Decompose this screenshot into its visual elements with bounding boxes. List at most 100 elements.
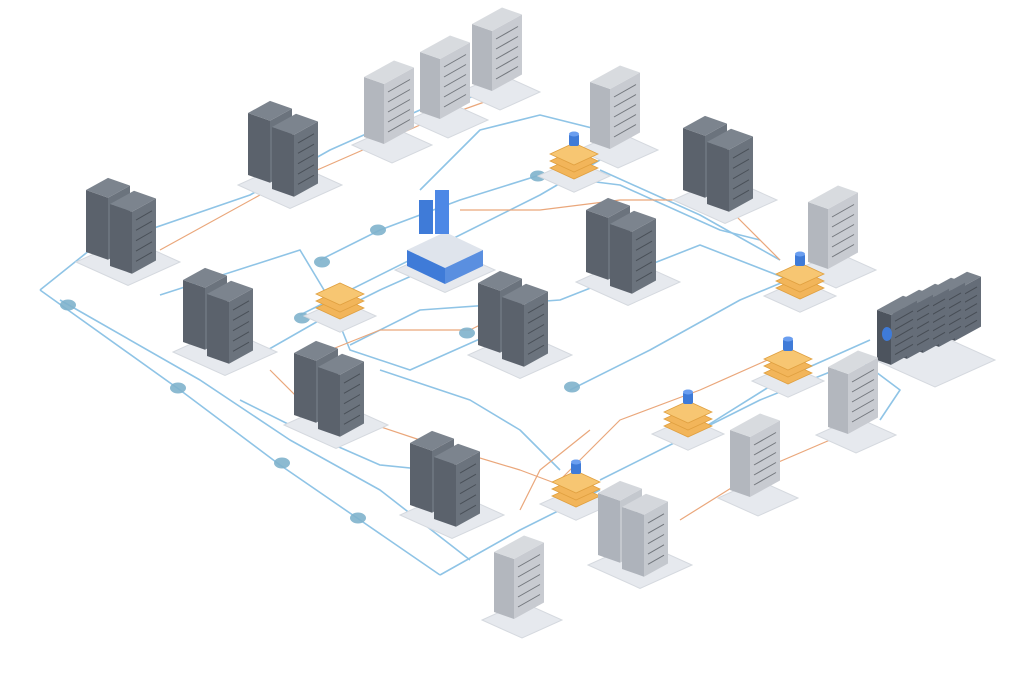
- rack-vent-line: [635, 251, 653, 262]
- rack-top-face: [502, 283, 548, 305]
- rack-front-face: [590, 82, 610, 149]
- rack-vent-line: [894, 310, 914, 322]
- rack-front-face: [610, 224, 632, 294]
- rack-vent-line: [135, 210, 153, 221]
- rack-front-face: [110, 204, 132, 274]
- blue-link: [599, 169, 781, 261]
- junction-dot: [564, 381, 580, 393]
- dark-server-pair: [671, 115, 779, 224]
- rack-vent-line: [613, 94, 637, 108]
- rack-vent-line: [387, 99, 411, 113]
- rack-vent-line: [635, 230, 653, 241]
- rack-top-face: [808, 185, 858, 209]
- rack-front-face: [494, 552, 514, 619]
- rack-top-face: [207, 280, 253, 302]
- blue-link: [379, 369, 561, 471]
- rack-vent-line: [851, 389, 875, 403]
- rack-top-face: [183, 267, 227, 288]
- dark-server-pair: [171, 267, 279, 376]
- rack-vent-line: [732, 179, 750, 190]
- rack-front-face: [502, 297, 524, 367]
- rack-top-face: [248, 100, 292, 121]
- rack-vent-line: [517, 594, 541, 608]
- rack-vent-line: [753, 452, 777, 466]
- rack-front-face: [622, 507, 644, 577]
- light-server-rack: [458, 7, 542, 111]
- rack-vent-line: [343, 373, 361, 384]
- rack-vent-line: [232, 341, 250, 352]
- rack-top-face: [478, 270, 522, 291]
- rack-top-face: [586, 197, 630, 218]
- rack-front-face: [420, 52, 440, 119]
- rack-vent-line: [459, 463, 477, 474]
- rack-vent-line: [831, 204, 855, 218]
- rack-vent-line: [894, 327, 914, 339]
- rack-vent-line: [135, 241, 153, 252]
- dark-server-pair: [236, 100, 344, 209]
- rack-front-face: [248, 113, 270, 183]
- orange-link: [559, 349, 791, 481]
- rack-front-face: [183, 280, 205, 350]
- hub-cylinder-icon: [795, 254, 805, 266]
- orange-link: [460, 199, 781, 261]
- rack-vent-line: [647, 534, 665, 545]
- rack-vent-line: [753, 442, 777, 456]
- light-server-rack: [814, 350, 898, 454]
- rack-vent-line: [635, 261, 653, 272]
- rack-vent-line: [517, 584, 541, 598]
- rack-front-face: [364, 77, 384, 144]
- router-antenna: [435, 190, 449, 234]
- rack-vent-line: [635, 271, 653, 282]
- rack-vent-line: [135, 220, 153, 231]
- rack-vent-line: [753, 432, 777, 446]
- junction-dot: [274, 457, 290, 469]
- orange-switch-hub: [762, 251, 838, 313]
- rack-vent-line: [517, 574, 541, 588]
- rack-vent-line: [613, 124, 637, 138]
- dark-server-pair: [466, 270, 574, 379]
- rack-top-face: [272, 113, 318, 135]
- rack-vent-line: [459, 504, 477, 515]
- rack-vent-line: [297, 174, 315, 185]
- hub-layer: [549, 142, 599, 166]
- router-side: [445, 250, 483, 284]
- rack-vent-line: [851, 369, 875, 383]
- rack-vent-line: [343, 404, 361, 415]
- junction-dot: [170, 382, 186, 394]
- light-server-rack: [716, 413, 800, 517]
- rack-vent-line: [443, 94, 467, 108]
- hub-cylinder-top: [569, 131, 579, 137]
- rack-front-face: [472, 24, 492, 91]
- orange-switch-hub: [750, 336, 826, 398]
- rack-vent-line: [613, 84, 637, 98]
- rack-front-face: [598, 493, 620, 563]
- hub-layer: [551, 470, 601, 494]
- rack-front-face: [683, 128, 705, 198]
- rack-top-face: [434, 443, 480, 465]
- hub-cylinder-icon: [783, 339, 793, 351]
- rack-vent-line: [851, 379, 875, 393]
- rack-vent-line: [495, 46, 519, 60]
- rack-vent-line: [387, 109, 411, 123]
- rack-top-face: [610, 210, 656, 232]
- rack-vent-line: [527, 324, 545, 335]
- rack-vent-line: [443, 54, 467, 68]
- rack-top-face: [622, 493, 668, 515]
- rack-vent-line: [135, 251, 153, 262]
- rack-vent-line: [343, 394, 361, 405]
- rack-vent-line: [732, 169, 750, 180]
- light-server-rack: [480, 535, 564, 639]
- rack-top-face: [420, 35, 470, 59]
- hub-cylinder-top: [795, 251, 805, 257]
- router-antenna: [419, 200, 433, 234]
- orange-link: [519, 429, 591, 511]
- dark-server-pair: [282, 340, 390, 449]
- junction-dot: [60, 299, 76, 311]
- rack-vent-line: [459, 494, 477, 505]
- rack-front-face: [410, 443, 432, 513]
- hub-layer: [663, 400, 713, 424]
- orange-switch-hub: [650, 389, 726, 451]
- rack-vent-line: [443, 74, 467, 88]
- rack-vent-line: [495, 36, 519, 50]
- rack-front-face: [272, 127, 294, 197]
